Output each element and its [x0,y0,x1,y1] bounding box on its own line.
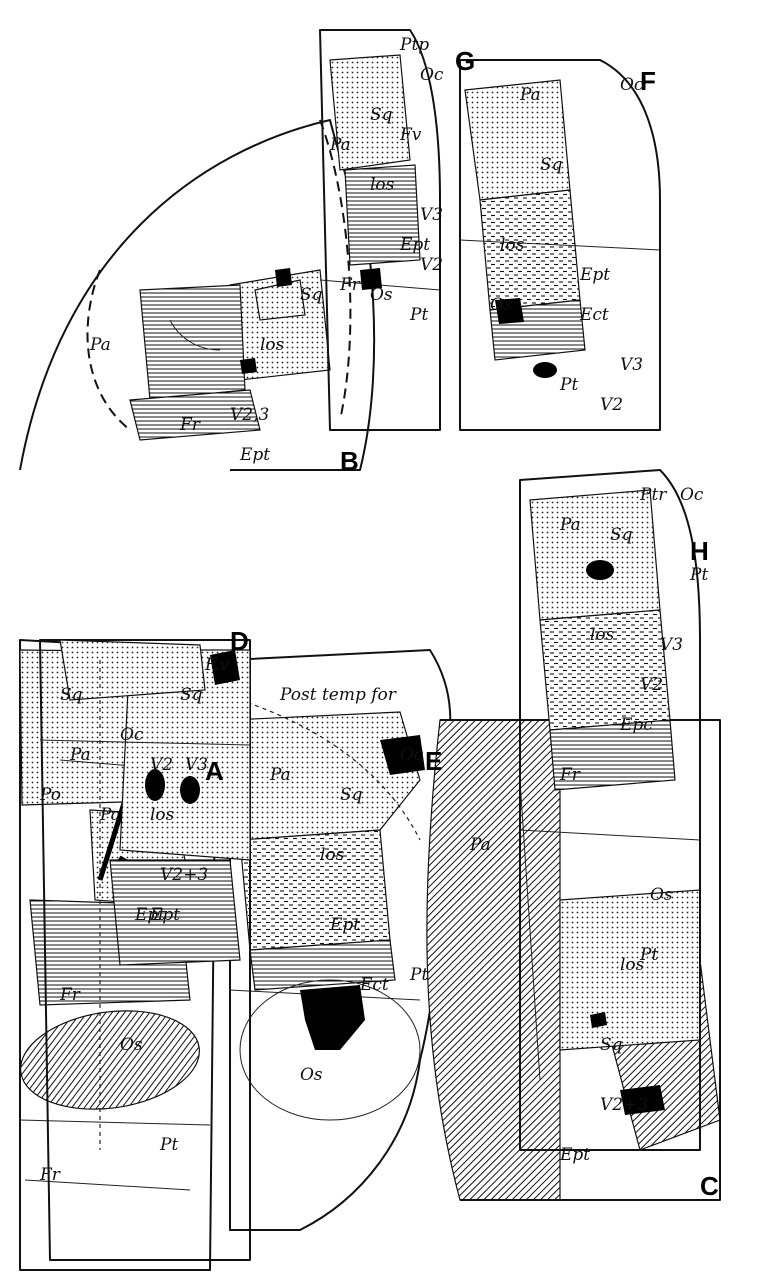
label-los: los [320,845,345,865]
panel-letter-e: E [425,746,442,776]
label-pa: Pa [69,745,91,765]
label-v3: V3 [420,205,443,225]
label-v2: V2 [420,255,443,275]
label-epc: Epc [619,715,653,735]
label-fr: Fr [59,985,81,1005]
label-pa: Pa [269,765,291,785]
label-os: Os [490,295,513,315]
label-v2: V2 [150,755,173,775]
panel-letter-b: B [340,446,359,476]
label-los: los [590,625,615,645]
panel-letter-f: F [640,66,656,96]
label-los: los [500,235,525,255]
label-ept: Ept [329,915,360,935]
label-post-temp-for: Post temp for [279,685,397,705]
label-pa: Pa [329,135,351,155]
label-pt: Pt [639,945,658,965]
label-os: Os [650,885,673,905]
label-ptp: Ptp [399,35,429,55]
label-sq: Sq [340,785,363,805]
label-v3: V3 [620,355,643,375]
label-fv: F.v [204,655,230,675]
label-ect: Ect [359,975,389,995]
panel-c [427,720,720,1200]
label-los: los [260,335,285,355]
label-pt: Pt [409,305,428,325]
label-ptr: Ptr [639,485,667,505]
label-v23: V2+3 [160,865,208,885]
label-pa: Pa [519,85,541,105]
label-pa: Pa [99,805,121,825]
label-po: Po [39,785,61,805]
label-pt: Pt [689,565,708,585]
label-ept: Ept [239,445,270,465]
label-os: Os [120,1035,143,1055]
label-oc: Oc [420,65,444,85]
panel-letter-h: H [690,536,709,566]
label-sq: Sq [610,525,633,545]
label-oc: Oc [400,745,424,765]
label-pt: Pt [159,1135,178,1155]
label-ept: Ept [559,1145,590,1165]
label-fr: Fr [339,275,361,295]
label-pa: Pa [89,335,111,355]
panel-g [320,30,440,430]
label-oc: Oc [680,485,704,505]
label-v23: V2+3 [600,1095,648,1115]
label-pa: Pa [469,835,491,855]
label-v2: V2 [600,395,623,415]
panel-letter-d: D [230,626,249,656]
label-oc: Oc [120,725,144,745]
label-ept: Ept [579,265,610,285]
label-sq: Sq [300,285,323,305]
label-los: los [370,175,395,195]
label-sq: Sq [540,155,563,175]
label-os: Os [300,1065,323,1085]
panel-e [230,650,450,1230]
label-sq: Sq [370,105,393,125]
panel-letter-g: G [455,46,475,76]
label-los: los [150,805,175,825]
label-fr: Fr [39,1165,61,1185]
label-sq: Sq [180,685,203,705]
label-fv: Fv [399,125,422,145]
label-fr: Fr [559,765,581,785]
label-v3: V3 [660,635,683,655]
panel-letter-c: C [700,1171,719,1201]
label-pa: Pa [559,515,581,535]
label-ept: Ept [149,905,180,925]
label-sq: Sq [600,1035,623,1055]
label-pt: Pt [409,965,428,985]
label-ept: Ept [399,235,430,255]
label-sq: Sq [60,685,83,705]
label-v2: V2 [640,675,663,695]
label-fr: Fr [179,415,201,435]
label-v3: V3 [185,755,208,775]
label-os: Os [370,285,393,305]
label-ect: Ect [579,305,609,325]
label-v23: V2,3 [230,405,269,425]
label-pt: Pt [559,375,578,395]
